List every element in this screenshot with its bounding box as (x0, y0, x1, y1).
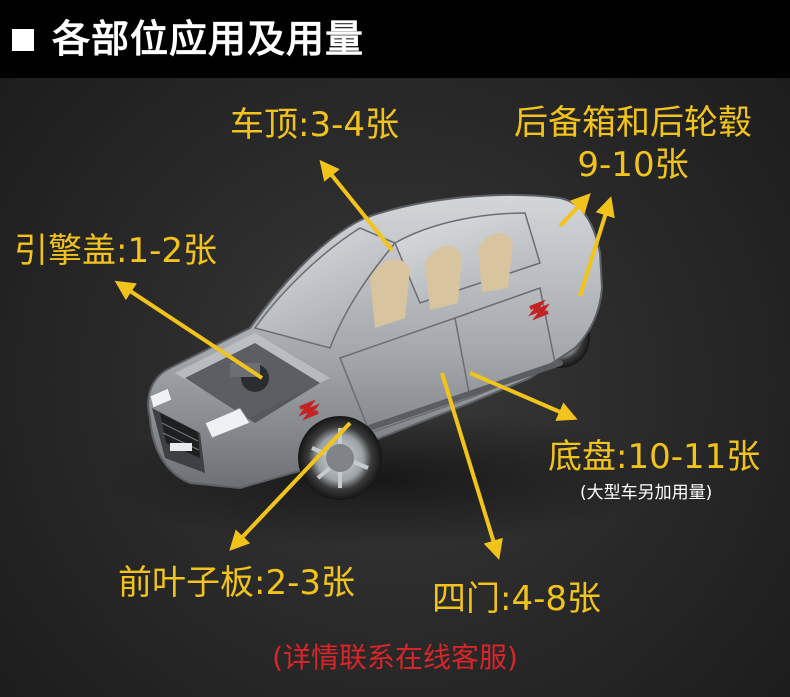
page-title: 各部位应用及用量 (52, 17, 365, 61)
contact-note: (详情联系在线客服) (272, 641, 518, 674)
label-chassis-note: (大型车另加用量) (580, 483, 713, 503)
label-trunk-line2: 9-10张 (577, 145, 689, 185)
label-trunk-line1: 后备箱和后轮毂 (514, 103, 752, 143)
label-fender: 前叶子板:2-3张 (118, 563, 355, 603)
arrow-roof (319, 159, 394, 252)
bullet-square-icon (12, 29, 34, 51)
label-hood: 引擎盖:1-2张 (14, 231, 217, 271)
label-chassis: 底盘:10-11张 (548, 437, 761, 477)
header-bar: 各部位应用及用量 (0, 0, 790, 78)
arrow-chassis (469, 371, 578, 421)
arrow-trunk-upper (558, 193, 591, 228)
arrow-doors (440, 372, 503, 560)
car-diagram (100, 159, 660, 560)
arrow-hood (114, 280, 264, 380)
label-roof: 车顶:3-4张 (230, 105, 399, 145)
label-doors: 四门:4-8张 (432, 579, 601, 619)
arrow-trunk-lower (578, 196, 615, 297)
arrows (114, 159, 615, 560)
arrow-fender (229, 421, 352, 551)
